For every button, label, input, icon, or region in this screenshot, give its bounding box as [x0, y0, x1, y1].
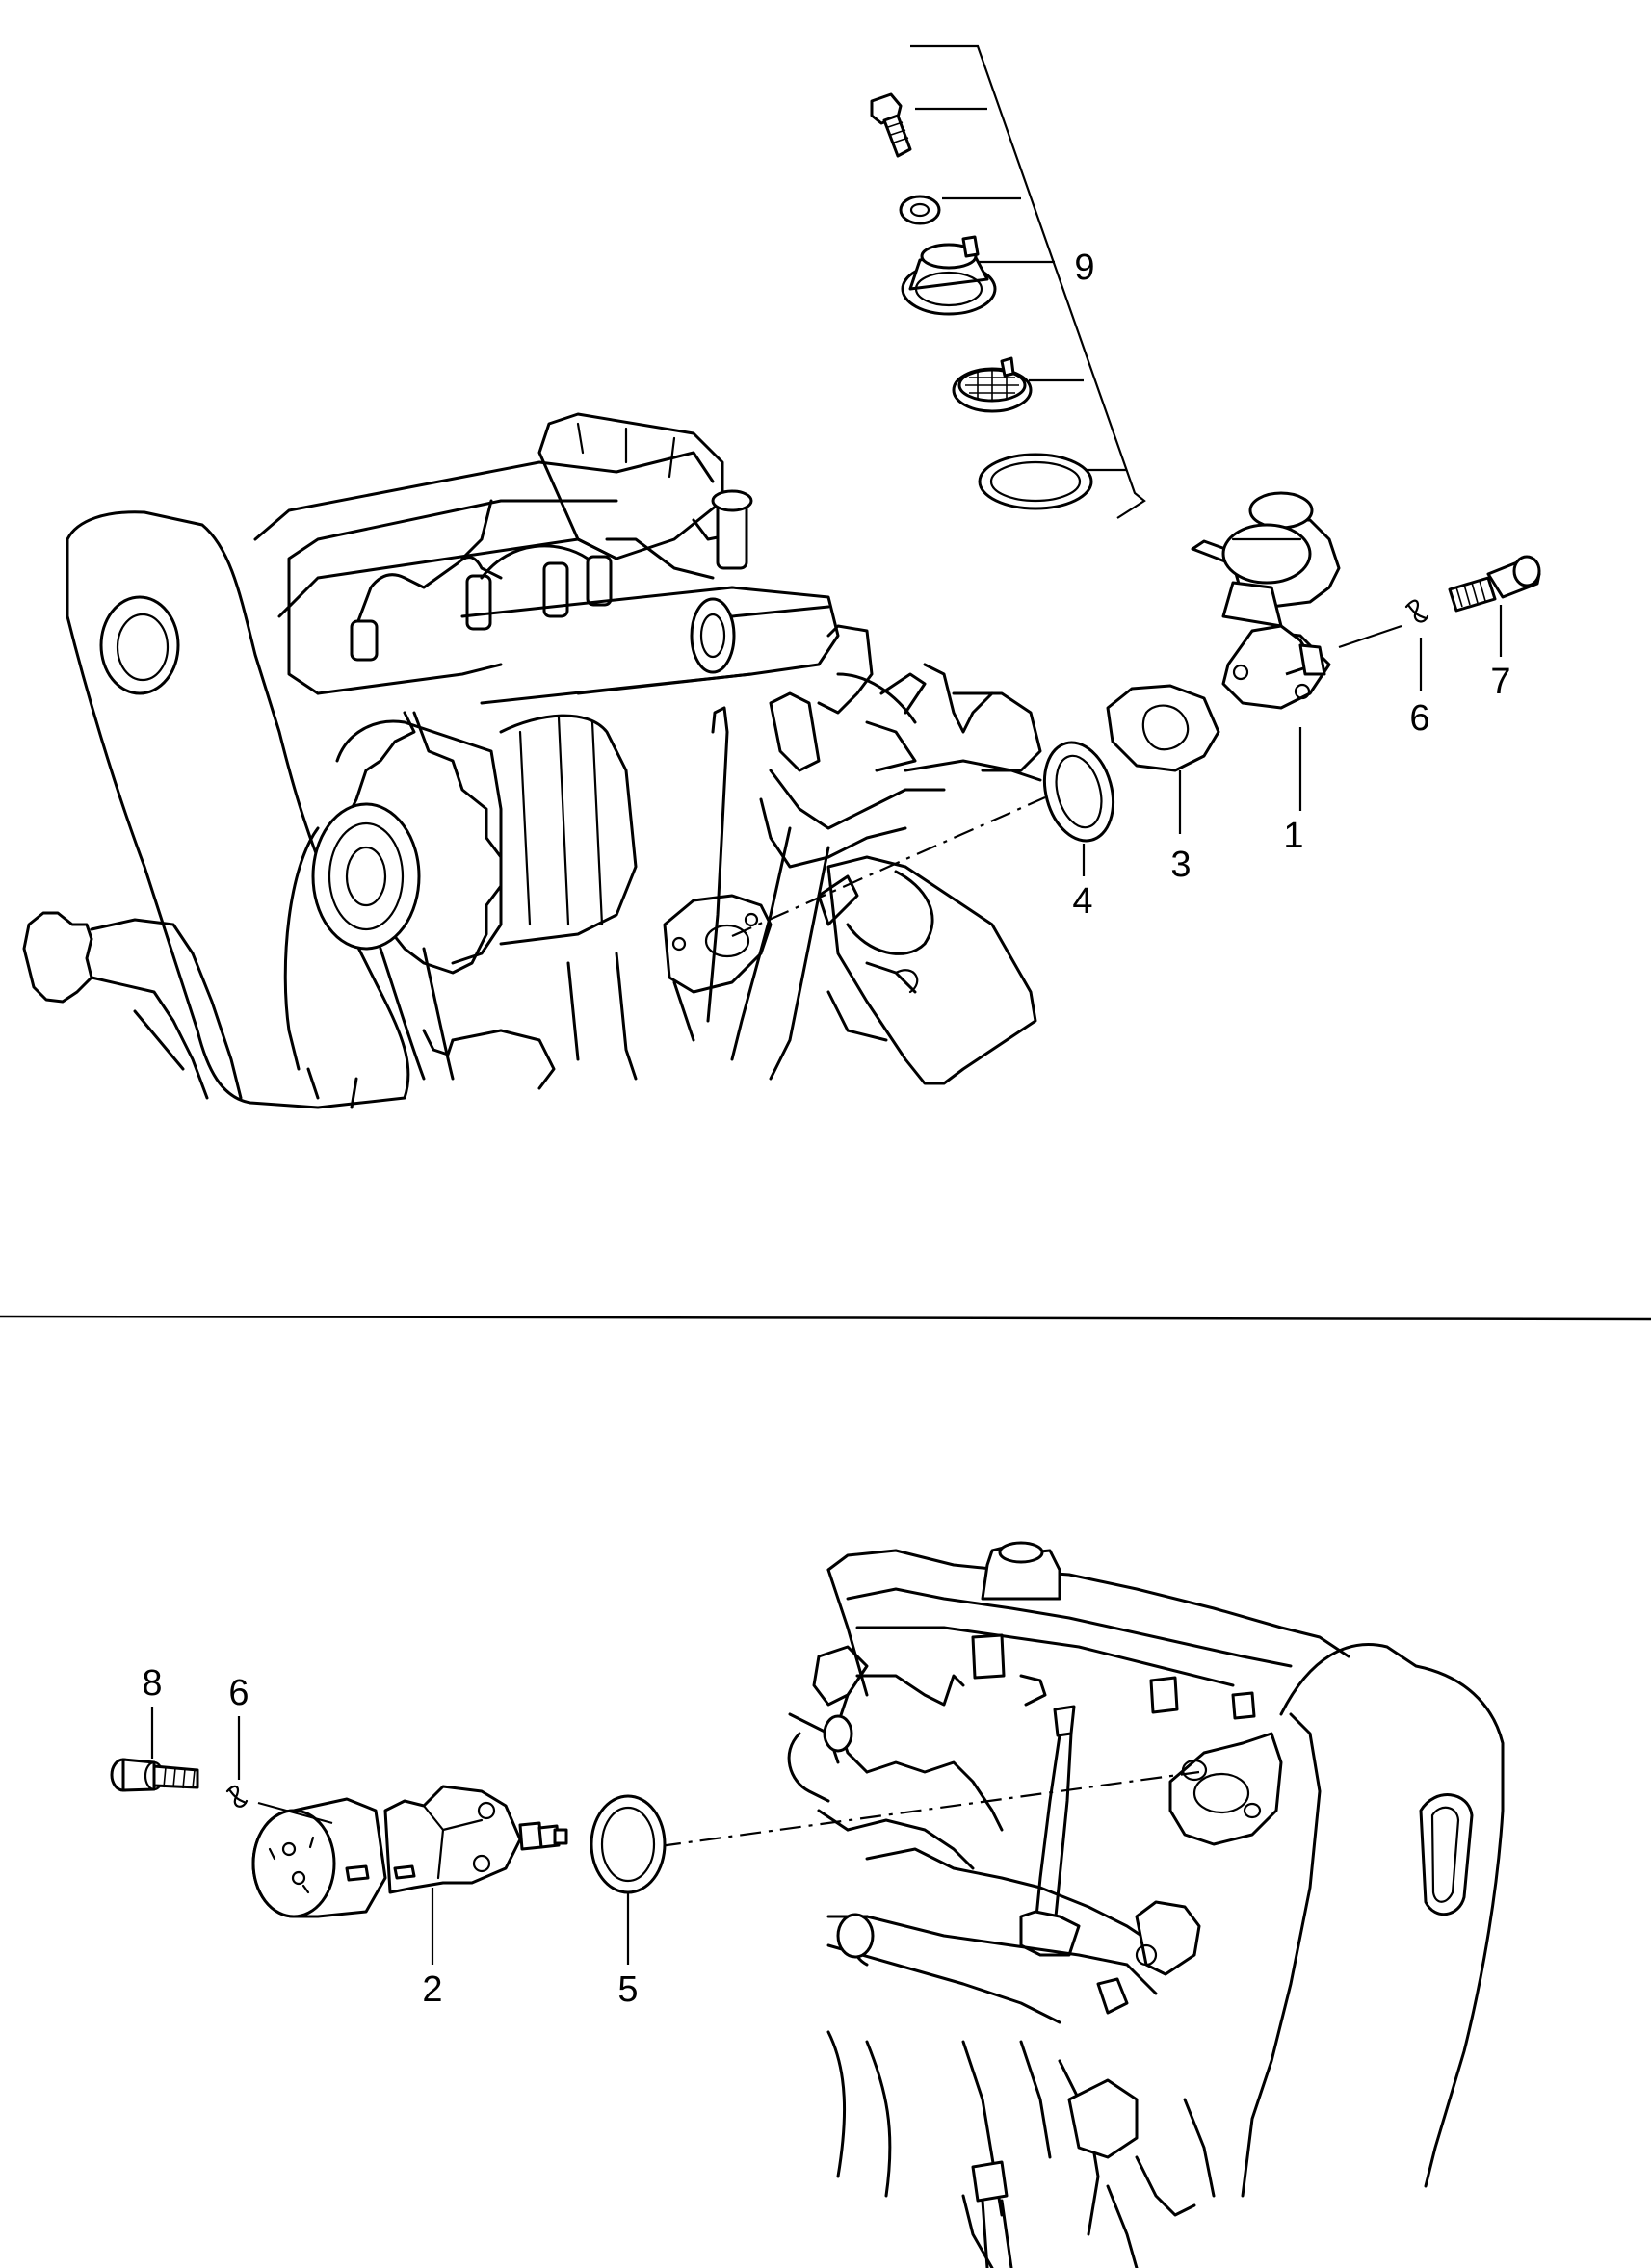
label-part-4: 4	[1072, 881, 1092, 922]
label-part-6-lower: 6	[228, 1673, 249, 1713]
part-5-gasket	[590, 1794, 667, 1965]
part-4-o-ring	[1043, 741, 1114, 876]
alignment-line-lower	[659, 1770, 1200, 1848]
label-part-9: 9	[1074, 248, 1094, 288]
part-6-spring-washer-upper	[1404, 599, 1429, 691]
filter-cap-icon	[901, 235, 997, 316]
part-3-flange	[1106, 684, 1220, 834]
label-part-7: 7	[1490, 662, 1510, 702]
section-divider	[0, 1315, 1651, 1321]
label-part-8: 8	[142, 1663, 162, 1704]
engine-upper-view	[22, 412, 1042, 1109]
strainer-screen-icon	[952, 356, 1033, 413]
part-8-bolt	[110, 1707, 199, 1792]
label-part-1: 1	[1283, 816, 1303, 856]
label-part-5: 5	[617, 1969, 638, 2010]
part-2-pressure-regulator	[251, 1785, 568, 1965]
part-1-fuel-pump	[1191, 491, 1402, 811]
part-6-spring-washer-lower	[225, 1716, 249, 1808]
label-part-6-upper: 6	[1409, 698, 1429, 739]
part-9-filter-kit	[870, 44, 1146, 519]
label-part-3: 3	[1170, 845, 1191, 885]
screw-icon	[870, 92, 912, 158]
sealing-ring-icon	[978, 453, 1093, 510]
washer-icon	[899, 195, 941, 225]
alignment-line-upper	[731, 795, 1046, 938]
engine-lower-view	[787, 1541, 1505, 2268]
label-part-2: 2	[422, 1969, 442, 2010]
part-7-bolt	[1448, 555, 1541, 657]
